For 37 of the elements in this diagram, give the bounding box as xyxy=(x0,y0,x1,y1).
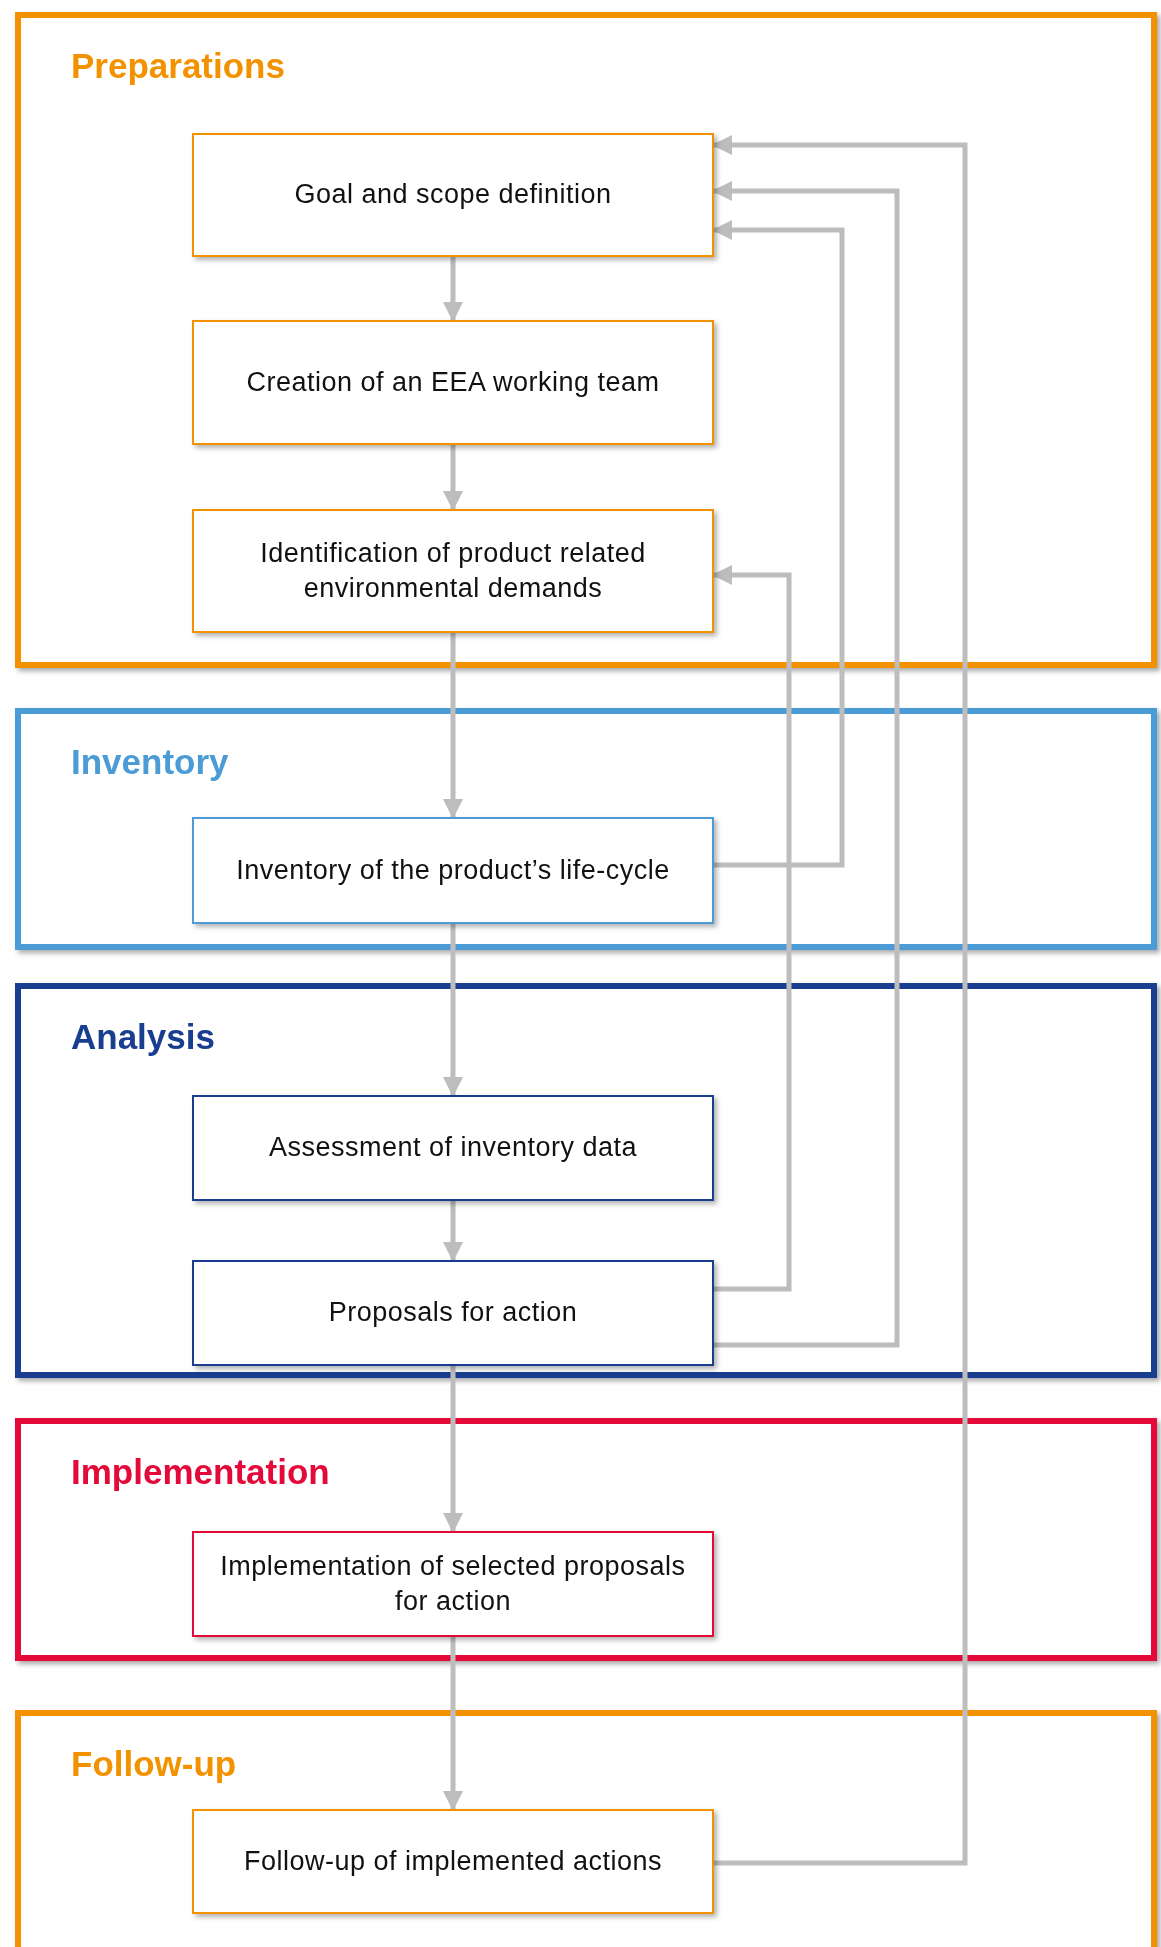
step-text: Creation of an EEA working team xyxy=(246,365,660,399)
step-text: Proposals for action xyxy=(328,1296,578,1330)
process-box xyxy=(192,320,714,445)
flow-arrow xyxy=(443,1366,463,1533)
process-box xyxy=(192,817,714,924)
flow-arrow xyxy=(443,1201,463,1262)
step-text: Goal and scope definition xyxy=(294,178,612,212)
flow-arrow xyxy=(443,1637,463,1811)
step-text: Assessment of inventory data xyxy=(268,1131,638,1165)
flow-arrow xyxy=(443,924,463,1097)
phase-title: Follow-up xyxy=(71,1743,237,1785)
process-box xyxy=(192,509,714,633)
flow-arrow xyxy=(712,220,845,868)
phase-panel xyxy=(15,1418,1157,1661)
process-box xyxy=(192,1809,714,1914)
flow-arrow xyxy=(443,633,463,819)
step-text: Inventory of the product’s life-cycle xyxy=(236,853,670,887)
process-box xyxy=(192,1095,714,1201)
step-text: Implementation of selected proposals for action xyxy=(219,1549,687,1618)
process-box xyxy=(192,1531,714,1637)
flow-arrow xyxy=(443,257,463,322)
phase-panel xyxy=(15,12,1157,668)
step-text: Follow-up of implemented actions xyxy=(243,1844,663,1878)
process-box xyxy=(192,1260,714,1366)
flow-arrow xyxy=(443,445,463,511)
flow-arrow xyxy=(712,135,968,1866)
step-text: Identification of product related environmental demands xyxy=(259,536,647,605)
process-box xyxy=(192,133,714,257)
phase-panel xyxy=(15,983,1157,1378)
phase-title: Preparations xyxy=(71,45,285,87)
phase-title: Inventory xyxy=(71,741,229,783)
flow-arrow xyxy=(712,565,792,1292)
phase-panel xyxy=(15,1710,1157,1947)
phase-title: Analysis xyxy=(71,1016,215,1058)
flow-arrow xyxy=(712,181,900,1348)
phase-title: Implementation xyxy=(71,1451,330,1493)
phase-panel xyxy=(15,708,1157,950)
